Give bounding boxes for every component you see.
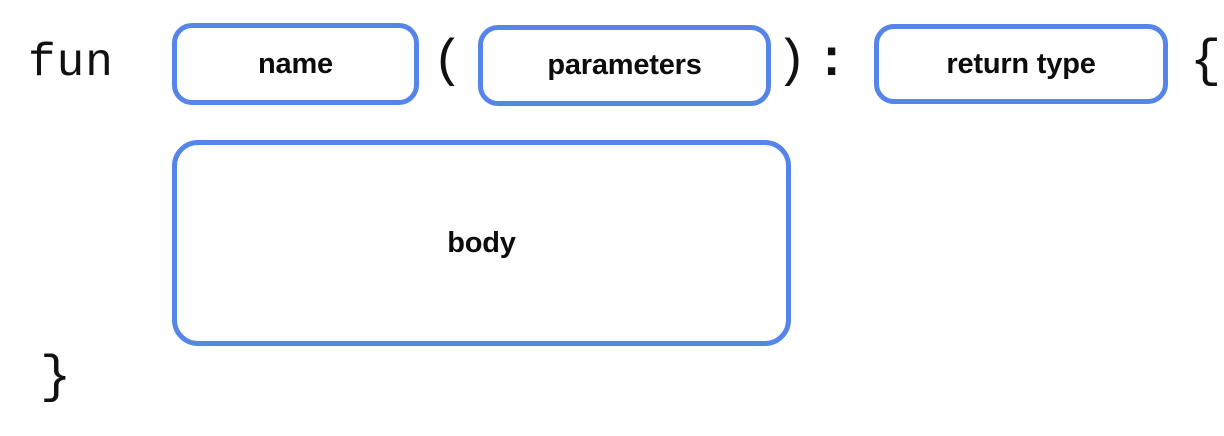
slot-label-name: name [258, 47, 333, 80]
paren-open-token: ( [432, 32, 464, 91]
keyword-fun: fun [28, 37, 114, 89]
slot-label-body: body [447, 226, 516, 259]
slot-box-name[interactable]: name [172, 23, 419, 105]
slot-box-body[interactable]: body [172, 140, 791, 346]
slot-box-return-type[interactable]: return type [874, 24, 1168, 104]
slot-box-parameters[interactable]: parameters [478, 25, 771, 106]
brace-close-token: } [40, 348, 72, 407]
brace-open-token: { [1190, 32, 1222, 91]
slot-label-return-type: return type [946, 47, 1096, 80]
slot-label-parameters: parameters [547, 49, 702, 81]
paren-close-token: ) [776, 32, 808, 91]
colon-token: : [816, 32, 848, 91]
